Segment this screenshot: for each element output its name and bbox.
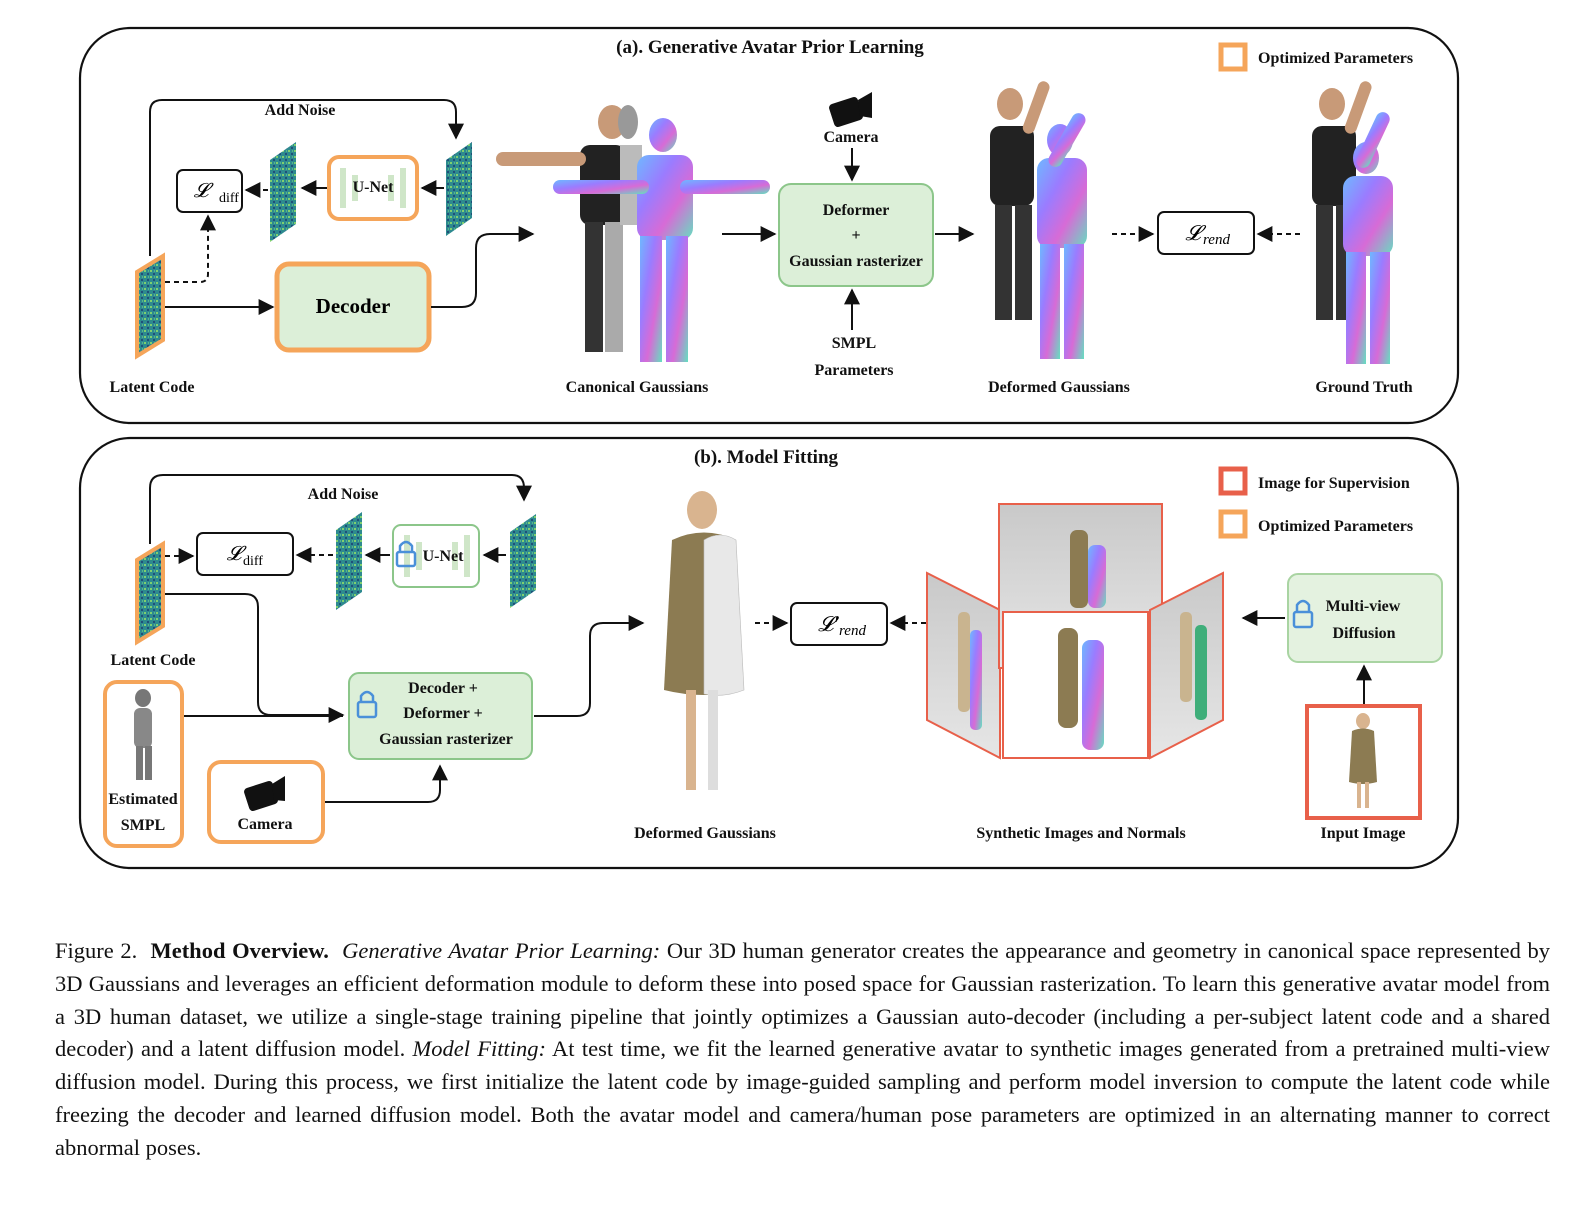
unet-a: U-Net bbox=[327, 155, 419, 221]
latent-code-a: Latent Code bbox=[110, 252, 195, 396]
lock-icon bbox=[395, 540, 417, 568]
svg-text:Decoder +: Decoder + bbox=[408, 680, 478, 697]
smpl-parameters-a: SMPL bbox=[832, 335, 876, 352]
svg-text:Parameters: Parameters bbox=[814, 362, 893, 379]
denoised-latent-b bbox=[336, 512, 362, 610]
svg-text:Camera: Camera bbox=[237, 816, 292, 833]
svg-text:Deformer: Deformer bbox=[823, 202, 890, 219]
svg-text:U-Net: U-Net bbox=[423, 548, 465, 565]
svg-text:U-Net: U-Net bbox=[353, 179, 395, 196]
lock-icon bbox=[356, 690, 378, 719]
svg-text:Image for Supervision: Image for Supervision bbox=[1258, 475, 1410, 492]
svg-text:Synthetic Images and Normals: Synthetic Images and Normals bbox=[976, 825, 1185, 842]
figure-caption: Figure 2. Method Overview. Generative Av… bbox=[55, 935, 1550, 1165]
svg-text:Diffusion: Diffusion bbox=[1332, 625, 1395, 642]
unet-b: U-Net bbox=[392, 524, 480, 588]
svg-text:Canonical Gaussians: Canonical Gaussians bbox=[566, 379, 709, 396]
svg-text:Optimized Parameters: Optimized Parameters bbox=[1258, 518, 1413, 535]
decoder-deformer-rasterizer-b: Decoder + Deformer + Gaussian rasterizer bbox=[348, 672, 533, 760]
panel-a-title: (a). Generative Avatar Prior Learning bbox=[616, 37, 924, 58]
svg-text:Gaussian rasterizer: Gaussian rasterizer bbox=[379, 731, 513, 748]
svg-text:Optimized Parameters: Optimized Parameters bbox=[1258, 50, 1413, 67]
legend-optimized-b: Optimized Parameters bbox=[1218, 509, 1413, 539]
add-noise-a: Add Noise bbox=[265, 102, 336, 119]
svg-text:Deformed Gaussians: Deformed Gaussians bbox=[634, 825, 776, 842]
loss-diff-b: 𝓛 diff bbox=[196, 532, 294, 576]
svg-text:SMPL: SMPL bbox=[121, 817, 165, 834]
caption-italic-2: Model Fitting: bbox=[412, 1036, 547, 1062]
svg-text:Latent Code: Latent Code bbox=[111, 652, 196, 669]
input-image: Input Image bbox=[1305, 704, 1422, 842]
deformer-rasterizer-a: Deformer + Gaussian rasterizer bbox=[778, 183, 934, 287]
lock-icon bbox=[1292, 599, 1314, 629]
loss-rend-a: 𝓛 rend bbox=[1157, 211, 1255, 255]
svg-text:Multi-view: Multi-view bbox=[1326, 598, 1401, 615]
camera-icon: Camera bbox=[823, 92, 879, 146]
caption-text-2: At test time, we fit the learned generat… bbox=[55, 1036, 1550, 1160]
svg-text:Deformed Gaussians: Deformed Gaussians bbox=[988, 379, 1130, 396]
svg-text:rend: rend bbox=[1203, 232, 1230, 248]
deformed-gaussians-image-b: Deformed Gaussians bbox=[634, 491, 776, 842]
svg-text:diff: diff bbox=[243, 554, 263, 569]
camera-b: Camera bbox=[207, 760, 325, 844]
svg-text:diff: diff bbox=[219, 191, 239, 206]
deformed-gaussians-image-a: Deformed Gaussians bbox=[988, 81, 1130, 396]
svg-text:Input Image: Input Image bbox=[1321, 825, 1406, 842]
method-overview-figure: (a). Generative Avatar Prior Learning Op… bbox=[78, 26, 1460, 870]
decoder-a: Decoder bbox=[274, 261, 432, 353]
legend-supervision: Image for Supervision bbox=[1218, 466, 1410, 496]
noisy-latent-b bbox=[510, 514, 536, 608]
canonical-gaussians-image: Canonical Gaussians bbox=[496, 105, 770, 396]
legend-optimized-a: Optimized Parameters bbox=[1218, 42, 1413, 72]
caption-text-1: Our 3D human generator creates the appea… bbox=[55, 938, 1550, 1062]
svg-text:Ground Truth: Ground Truth bbox=[1315, 379, 1412, 396]
svg-text:Latent Code: Latent Code bbox=[110, 379, 195, 396]
svg-text:rend: rend bbox=[839, 623, 866, 639]
add-noise-b: Add Noise bbox=[308, 486, 379, 503]
panel-b: (b). Model Fitting Image for Supervision… bbox=[78, 436, 1460, 870]
svg-text:Decoder: Decoder bbox=[316, 294, 391, 318]
estimated-smpl: Estimated SMPL bbox=[103, 680, 184, 848]
svg-text:𝓛′: 𝓛′ bbox=[818, 612, 839, 636]
svg-text:Camera: Camera bbox=[823, 129, 878, 146]
ground-truth-image: Ground Truth bbox=[1312, 81, 1413, 396]
svg-text:+: + bbox=[851, 227, 860, 244]
panel-b-title: (b). Model Fitting bbox=[694, 447, 839, 468]
noisy-latent-a bbox=[446, 142, 472, 236]
caption-bold: Method Overview. bbox=[150, 938, 329, 963]
loss-rend-b: 𝓛′ rend bbox=[790, 602, 888, 646]
denoised-latent-a bbox=[270, 142, 296, 242]
caption-italic-1: Generative Avatar Prior Learning: bbox=[342, 938, 661, 963]
latent-code-b: Latent Code bbox=[111, 540, 196, 669]
loss-diff-a: 𝓛 diff bbox=[176, 169, 243, 213]
synthetic-images-and-normals: Synthetic Images and Normals bbox=[926, 503, 1224, 842]
svg-text:Gaussian rasterizer: Gaussian rasterizer bbox=[789, 253, 923, 270]
svg-text:Estimated: Estimated bbox=[108, 791, 177, 808]
panel-a: (a). Generative Avatar Prior Learning Op… bbox=[78, 26, 1460, 425]
svg-text:Deformer +: Deformer + bbox=[403, 705, 482, 722]
caption-fig-label: Figure 2. bbox=[55, 938, 138, 963]
multiview-diffusion: Multi-view Diffusion bbox=[1287, 573, 1443, 663]
camera-icon bbox=[244, 776, 285, 812]
